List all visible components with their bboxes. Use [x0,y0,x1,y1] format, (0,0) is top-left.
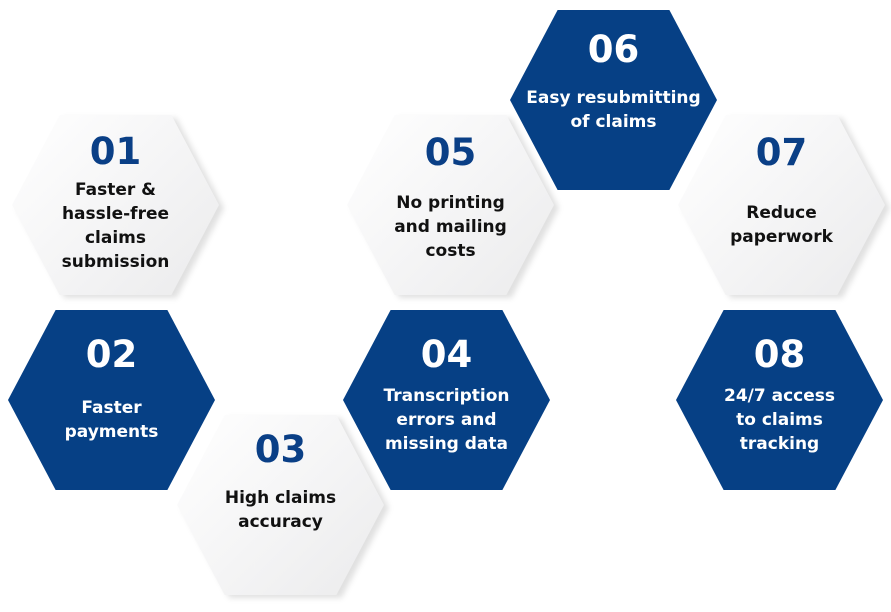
hexagon-05: 05 No printing and mailing costs [347,115,554,295]
hexagon-number: 07 [755,131,808,174]
hexagon-label: Transcription errors and missing data [383,386,510,454]
hexagon-04: 04 Transcription errors and missing data [343,310,550,490]
hexagon-label: No printing and mailing costs [394,193,507,261]
hexagon-shape [177,415,384,595]
hexagon-number: 03 [254,428,307,471]
hexagon-label: Faster & hassle-free claims submission [61,180,170,272]
hexagon-02: 02 Faster payments [8,310,215,490]
hexagon-shape [12,115,219,295]
hexagon-number: 01 [89,130,142,173]
hexagon-07: 07 Reduce paperwork [678,115,885,295]
hexagon-06: 06 Easy resubmitting of claims [510,10,717,190]
hexagon-label: 24/7 access to claims tracking [723,386,835,454]
hexagon-01: 01 Faster & hassle-free claims submissio… [12,115,219,295]
hexagon-number: 05 [424,131,477,174]
hexagon-08: 08 24/7 access to claims tracking [676,310,883,490]
hexagon-number: 08 [753,333,806,376]
hexagon-number: 02 [85,333,138,376]
hexagon-number: 06 [587,28,640,71]
hexagon-label: Reduce paperwork [730,203,833,247]
hexagon-label: Faster payments [64,398,159,442]
hexagon-shape [678,115,885,295]
hexagon-shape [510,10,717,190]
hexagon-shape [343,310,550,490]
hexagon-label: Easy resubmitting of claims [526,88,701,132]
hexagon-shape [676,310,883,490]
hexagon-label: High claims accuracy [224,488,337,532]
hexagon-03: 03 High claims accuracy [177,415,384,595]
hexagon-number: 04 [420,333,473,376]
hexagon-shape [8,310,215,490]
hexagon-shape [347,115,554,295]
